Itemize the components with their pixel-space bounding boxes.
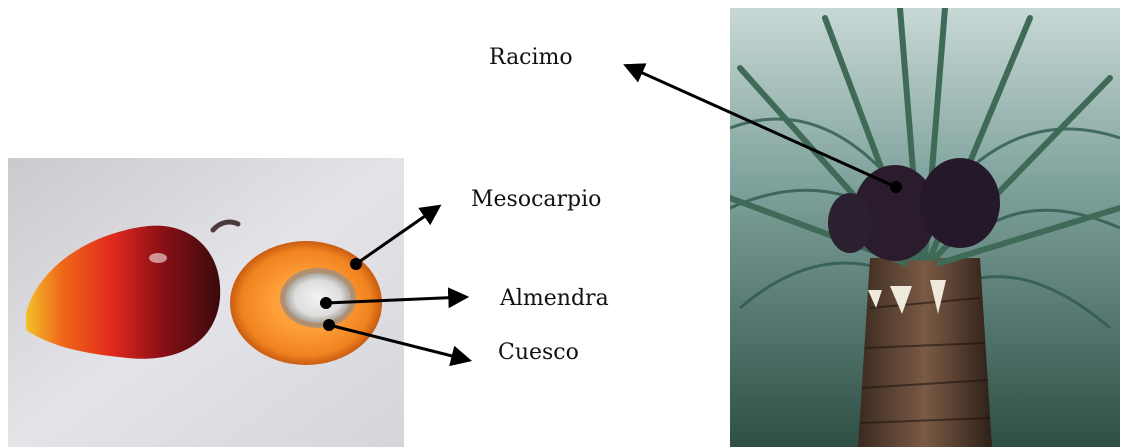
palm-photo-drawing — [730, 8, 1120, 447]
fruit-photo-drawing — [8, 158, 404, 447]
label-racimo: Racimo — [489, 45, 573, 70]
fruit-photo — [8, 158, 404, 447]
label-almendra: Almendra — [500, 286, 609, 311]
label-mesocarpio: Mesocarpio — [471, 187, 601, 212]
palm-photo — [730, 8, 1120, 447]
label-cuesco: Cuesco — [498, 340, 579, 365]
